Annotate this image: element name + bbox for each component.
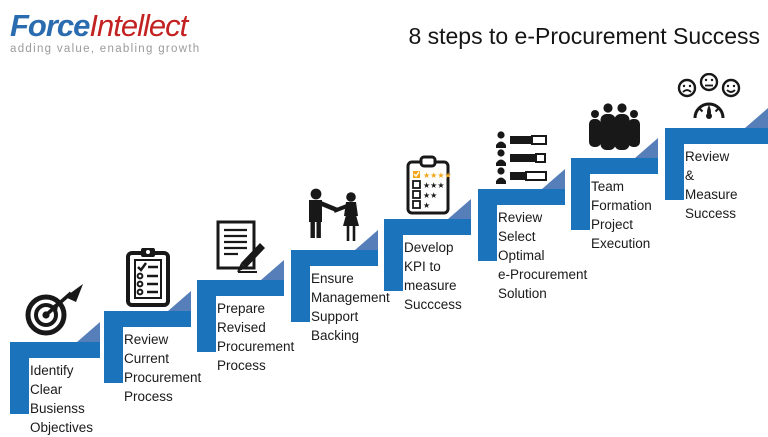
step-arrow-triangle xyxy=(355,230,378,250)
step-label-line: Review xyxy=(124,332,169,347)
satisfaction-gauge-icon xyxy=(677,73,741,119)
step-label-line: Current xyxy=(124,351,170,366)
target-arrow-icon xyxy=(25,284,83,336)
step-label-line: Identify xyxy=(30,363,74,378)
kpi-rating-icon: ★★★★ ★★★ ★★ ★ xyxy=(406,155,452,215)
step-label-line: Review xyxy=(685,149,730,164)
step-label-line: Execution xyxy=(591,236,651,251)
step-label-line: e-Procurement xyxy=(498,267,588,282)
step-label-line: Process xyxy=(217,358,266,373)
step-label-line: Success xyxy=(685,206,737,221)
step-arrow-triangle xyxy=(635,138,658,158)
step-bar-vertical xyxy=(291,250,310,322)
step-label-line: & xyxy=(685,168,695,183)
step-bar-horizontal xyxy=(478,189,565,205)
step-icon-slot: ★★★★ ★★★ ★★ ★ xyxy=(384,153,472,216)
step-label-line: Backing xyxy=(311,328,360,343)
step-label-line: Support xyxy=(311,309,359,324)
logo-intellect-text: Intellect xyxy=(89,8,188,43)
step-arrow-triangle xyxy=(745,108,768,128)
step-icon-slot xyxy=(478,123,566,186)
svg-text:★: ★ xyxy=(423,201,430,210)
step-bar-horizontal xyxy=(571,158,658,174)
step-arrow-triangle xyxy=(542,169,565,189)
step-icon-slot xyxy=(291,184,379,247)
step-label-line: Succcess xyxy=(404,297,462,312)
logo-force-text: Force xyxy=(10,8,90,43)
step-bar-horizontal xyxy=(104,311,191,327)
step-label-line: Busienss xyxy=(30,401,85,416)
step-bar-vertical xyxy=(665,128,684,200)
step-bar-horizontal xyxy=(665,128,768,144)
step-label-line: Objectives xyxy=(30,420,94,435)
step-label-line: Select xyxy=(498,229,536,244)
step-label-line: Develop xyxy=(404,240,454,255)
svg-text:★★★★: ★★★★ xyxy=(423,171,452,180)
svg-text:★★★: ★★★ xyxy=(423,181,445,190)
step-icon-slot xyxy=(665,62,753,125)
logo-wordmark: ForceIntellect xyxy=(10,10,201,42)
step-arrow-triangle xyxy=(261,260,284,280)
step-bar-vertical xyxy=(197,280,216,352)
step-label-line: Process xyxy=(124,389,173,404)
step-bar-horizontal xyxy=(384,219,471,235)
step-arrow-triangle xyxy=(168,291,191,311)
logo-tagline: adding value, enabling growth xyxy=(10,43,201,55)
step-label-line: Team xyxy=(591,179,625,194)
step-bar-horizontal xyxy=(197,280,284,296)
step-bar-vertical xyxy=(10,342,29,414)
handshake-icon xyxy=(309,188,359,241)
step-bar-horizontal xyxy=(291,250,378,266)
forceintellect-logo: ForceIntellect adding value, enabling gr… xyxy=(10,10,201,56)
step-label-line: Revised xyxy=(217,320,266,335)
step-label-line: Measure xyxy=(685,187,738,202)
step-arrow-triangle xyxy=(448,199,471,219)
step-label-line: Formation xyxy=(591,198,652,213)
step-bar-horizontal xyxy=(10,342,100,358)
step-label-line: Management xyxy=(311,290,390,305)
document-pen-icon xyxy=(216,220,265,273)
step-label-line: Procurement xyxy=(124,370,202,385)
step-label-line: Optimal xyxy=(498,248,545,263)
step-icon-slot xyxy=(10,276,98,339)
step-label-line: Project xyxy=(591,217,634,232)
step-label-line: measure xyxy=(404,278,457,293)
step-label-line: Clear xyxy=(30,382,63,397)
step-bar-vertical xyxy=(104,311,123,383)
svg-text:★★: ★★ xyxy=(423,191,437,200)
step-label-line: Prepare xyxy=(217,301,266,316)
step-bar-vertical xyxy=(478,189,497,261)
team-icon xyxy=(589,103,640,150)
step-bar-vertical xyxy=(384,219,403,291)
step-arrow-triangle xyxy=(77,322,100,342)
step-bar-vertical xyxy=(571,158,590,230)
step-icon-slot xyxy=(197,214,285,277)
step-label-line: Review xyxy=(498,210,543,225)
step-label-line: KPI to xyxy=(404,259,441,274)
step-label-line: Solution xyxy=(498,286,547,301)
vendor-selection-icon xyxy=(496,131,547,184)
step-label-line: Ensure xyxy=(311,271,354,286)
step-label-line: Procurement xyxy=(217,339,295,354)
step-icon-slot xyxy=(571,92,659,155)
clipboard-checklist-icon xyxy=(126,248,170,307)
page-title: 8 steps to e-Procurement Success xyxy=(408,23,760,49)
step-icon-slot xyxy=(104,245,192,308)
